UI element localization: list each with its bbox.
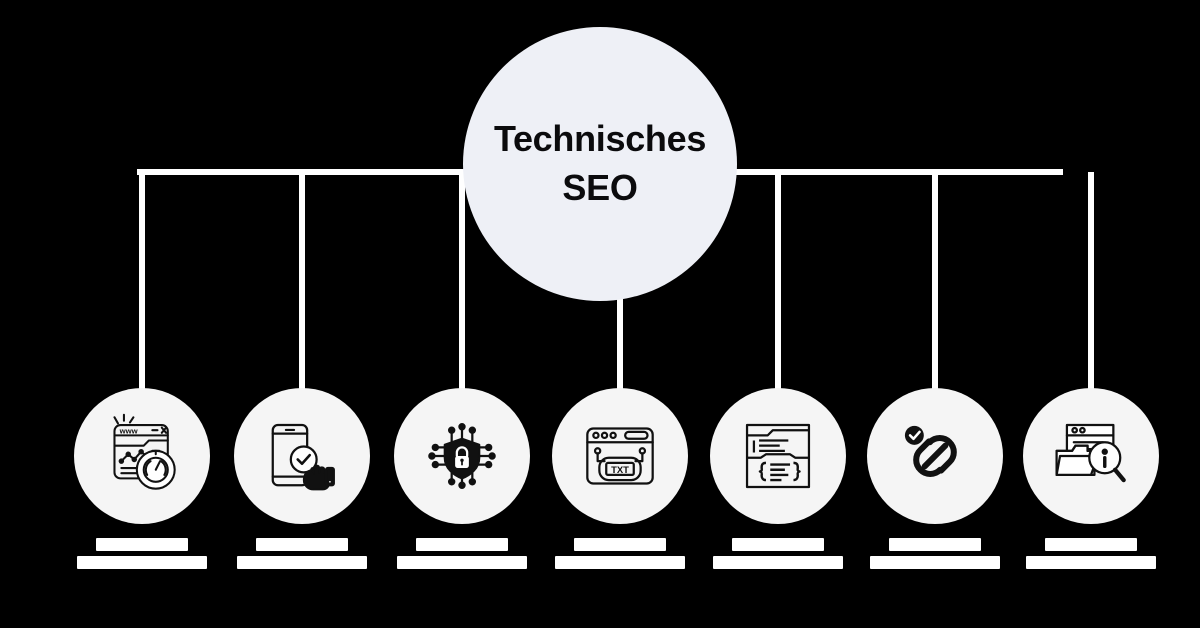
label-redaction-bar: [416, 538, 508, 551]
node-5-label: [704, 538, 852, 569]
node-1-label: [68, 538, 216, 569]
svg-text:TXT: TXT: [611, 465, 629, 476]
node-1[interactable]: www: [68, 388, 216, 569]
label-redaction-bar: [236, 556, 368, 569]
node-2-label: [228, 538, 376, 569]
node-2[interactable]: [228, 388, 376, 569]
node-7-circle[interactable]: [1023, 388, 1159, 524]
node-3[interactable]: [388, 388, 536, 569]
label-redaction-bar: [889, 538, 981, 551]
node-5[interactable]: [704, 388, 852, 569]
central-hub: Technisches SEO: [463, 27, 737, 301]
node-6-circle[interactable]: [867, 388, 1003, 524]
node-7[interactable]: [1017, 388, 1165, 569]
browser-txt-file-icon: TXT: [586, 427, 654, 485]
node-3-circle[interactable]: [394, 388, 530, 524]
label-redaction-bar: [869, 556, 1001, 569]
label-redaction-bar: [256, 538, 348, 551]
svg-text:www: www: [119, 427, 139, 436]
label-redaction-bar: [1045, 538, 1137, 551]
label-redaction-bar: [76, 556, 208, 569]
label-redaction-bar: [396, 556, 528, 569]
node-6-label: [861, 538, 1009, 569]
indexing-folder-search-icon: [1055, 423, 1126, 483]
node-2-circle[interactable]: [234, 388, 370, 524]
structured-data-code-icon: [745, 423, 811, 489]
hub-title: Technisches SEO: [493, 118, 707, 208]
label-redaction-bar: [554, 556, 686, 569]
label-redaction-bar: [732, 538, 824, 551]
node-4[interactable]: TXT: [546, 388, 694, 569]
node-6[interactable]: [861, 388, 1009, 569]
node-3-label: [388, 538, 536, 569]
node-7-label: [1017, 538, 1165, 569]
shield-lock-network-icon: [428, 423, 496, 489]
chain-link-check-icon: [904, 425, 957, 477]
node-5-circle[interactable]: [710, 388, 846, 524]
mobile-check-hand-icon: [271, 423, 335, 491]
node-4-circle[interactable]: TXT: [552, 388, 688, 524]
browser-speedometer-icon: www: [113, 413, 176, 490]
node-1-circle[interactable]: www: [74, 388, 210, 524]
node-4-label: [546, 538, 694, 569]
label-redaction-bar: [712, 556, 844, 569]
label-redaction-bar: [574, 538, 666, 551]
label-redaction-bar: [96, 538, 188, 551]
node-row: www: [0, 388, 1200, 628]
label-redaction-bar: [1025, 556, 1157, 569]
